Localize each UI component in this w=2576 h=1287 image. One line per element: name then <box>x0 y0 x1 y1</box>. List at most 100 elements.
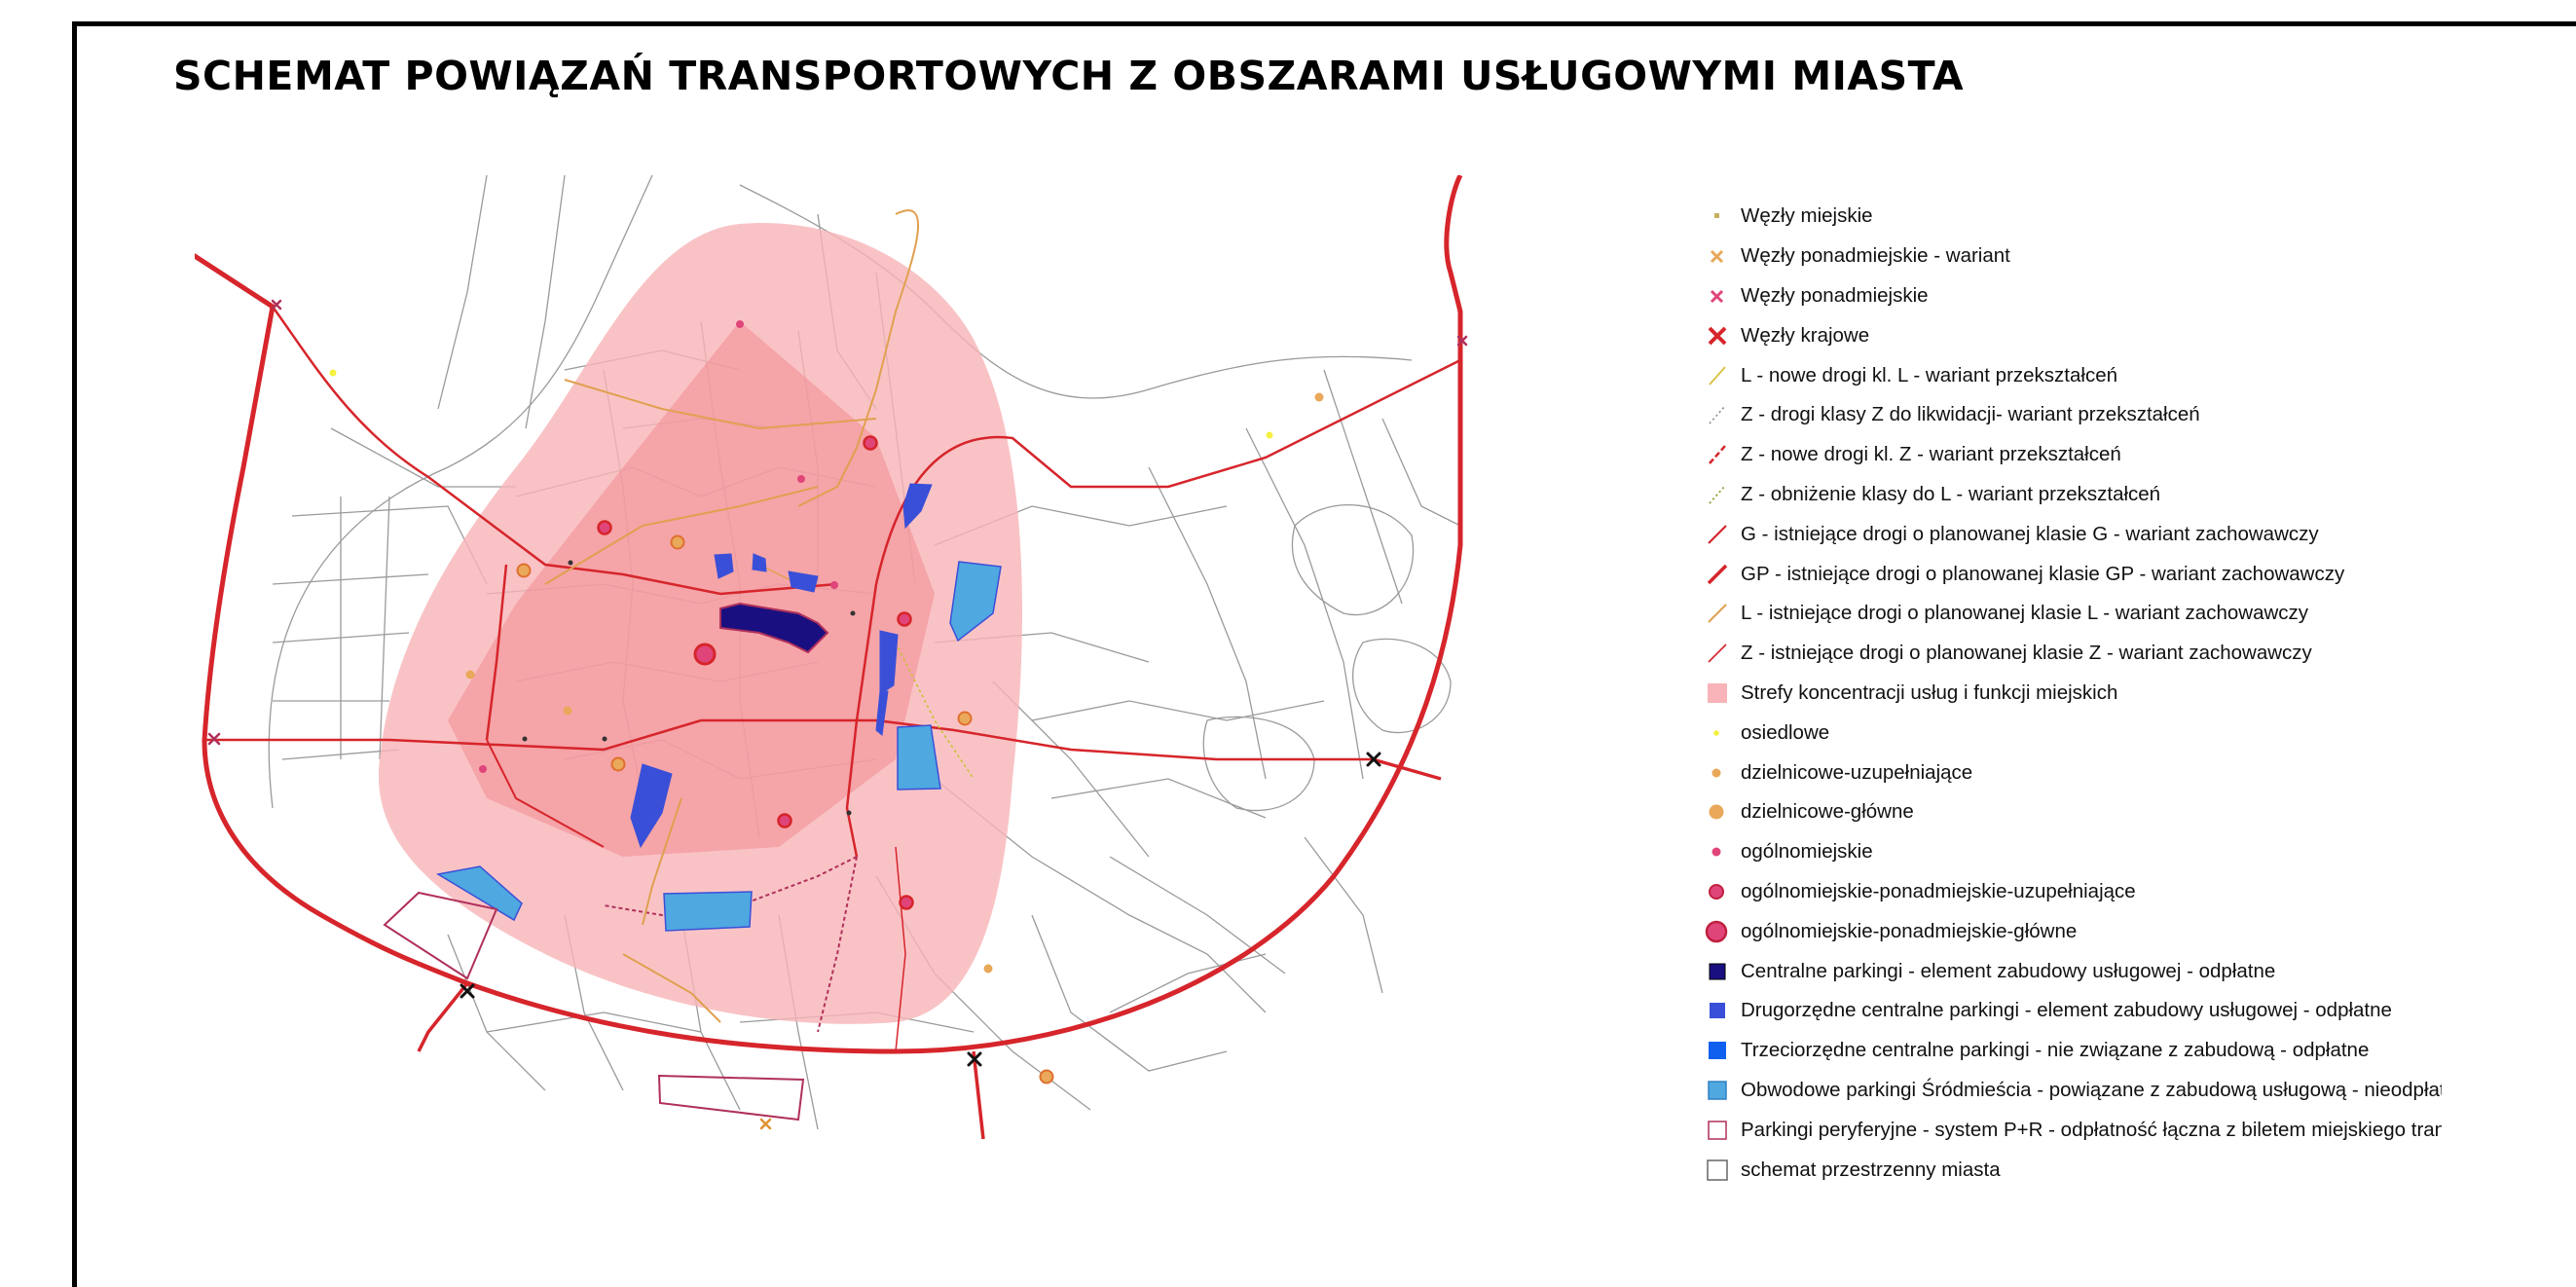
district-main-point[interactable] <box>670 534 685 550</box>
secondary-parking[interactable] <box>752 553 767 572</box>
sq-blue-icon <box>1710 1003 1725 1019</box>
district-point[interactable] <box>563 706 572 716</box>
local-point[interactable] <box>329 369 337 377</box>
secondary-parking[interactable] <box>875 690 889 736</box>
park-and-ride[interactable] <box>657 1074 805 1122</box>
legend-item: Centralne parkingi - element zabudowy us… <box>1702 951 2442 991</box>
legend-label: osiedlowe <box>1741 720 1830 744</box>
legend-item: Obwodowe parkingi Śródmieścia - powiązan… <box>1702 1071 2442 1111</box>
supra-city-node-icon[interactable] <box>207 299 1468 746</box>
legend-label: ogólnomiejskie-ponadmiejskie-główne <box>1741 919 2078 942</box>
legend-label: Węzły krajowe <box>1741 323 1870 347</box>
dot-yellow-icon <box>1713 729 1719 736</box>
perimeter-parking[interactable] <box>949 561 1002 643</box>
legend-label: Z - istniejące drogi o planowanej klasie… <box>1741 642 2312 665</box>
legend-item: Z - istniejące drogi o planowanej klasie… <box>1702 634 2442 674</box>
legend-item: ogólnomiejskie-ponadmiejskie-główne <box>1702 911 2442 951</box>
local-point[interactable] <box>1266 431 1273 439</box>
road-network <box>195 175 1463 1140</box>
city-point[interactable] <box>899 895 914 910</box>
city-point[interactable] <box>597 520 612 535</box>
district-point[interactable] <box>983 964 993 974</box>
main-city-point[interactable] <box>693 643 717 666</box>
legend-label: Z - obniżenie klasy do L - wariant przek… <box>1741 482 2161 505</box>
legend-label: Węzły miejskie <box>1741 204 1873 228</box>
legend-label: Węzły ponadmiejskie <box>1741 283 1929 307</box>
city-point-small[interactable] <box>830 581 838 589</box>
legend-label: Drugorzędne centralne parkingi - element… <box>1741 999 2392 1022</box>
legend-item: G - istniejące drogi o planowanej klasie… <box>1702 514 2442 554</box>
legend-item: ogólnomiejskie <box>1702 832 2442 872</box>
secondary-parking[interactable] <box>902 483 933 530</box>
national-node-icon[interactable] <box>460 752 1381 1067</box>
secondary-parking[interactable] <box>714 553 734 579</box>
district-main-point[interactable] <box>610 756 626 772</box>
city-point[interactable] <box>777 813 792 828</box>
legend-label: ogólnomiejskie <box>1741 840 1873 864</box>
legend-item: L - istniejące drogi o planowanej klasie… <box>1702 594 2442 634</box>
legend-label: schemat przestrzenny miasta <box>1741 1158 2001 1181</box>
legend-item: Węzły ponadmiejskie <box>1702 276 2442 316</box>
park-and-ride[interactable] <box>383 891 498 980</box>
legend-label: L - istniejące drogi o planowanej klasie… <box>1741 602 2309 625</box>
legend-item: Parkingi peryferyjne - system P+R - odpł… <box>1702 1110 2442 1150</box>
district-point[interactable] <box>1314 392 1324 402</box>
legend-item: osiedlowe <box>1702 713 2442 753</box>
legend-label: Z - nowe drogi kl. Z - wariant przekszta… <box>1741 443 2121 466</box>
sq-dark-icon <box>1709 963 1726 980</box>
city-point[interactable] <box>863 435 878 451</box>
legend-label: G - istniejące drogi o planowanej klasie… <box>1741 522 2319 545</box>
city-point-small[interactable] <box>736 320 744 328</box>
line-dashed-red-icon <box>1709 445 1726 465</box>
secondary-parking[interactable] <box>879 630 899 695</box>
secondary-parking[interactable] <box>630 763 673 849</box>
line-red-thick-icon <box>1707 564 1728 584</box>
central-parking[interactable] <box>719 602 829 654</box>
transport-nodes[interactable] <box>207 299 1468 1130</box>
line-red-thin-icon <box>1708 644 1727 663</box>
legend-label: Trzeciorzędne centralne parkingi - nie z… <box>1741 1039 2370 1062</box>
city-point-small[interactable] <box>797 475 805 483</box>
legend-label: ogólnomiejskie-ponadmiejskie-uzupełniają… <box>1741 879 2136 902</box>
district-main-point[interactable] <box>957 711 973 726</box>
legend-item: Węzły ponadmiejskie - wariant <box>1702 237 2442 276</box>
legend-item: Strefy koncentracji usług i funkcji miej… <box>1702 674 2442 714</box>
parking-areas[interactable] <box>383 483 1002 1122</box>
line-dotted-gray-icon <box>1709 405 1726 424</box>
legend-item: Węzły miejskie <box>1702 197 2442 237</box>
legend-label: Obwodowe parkingi Śródmieścia - powiązan… <box>1741 1078 2442 1101</box>
district-point[interactable] <box>465 670 475 680</box>
secondary-parking[interactable] <box>788 570 819 593</box>
legend-item: Z - obniżenie klasy do L - wariant przek… <box>1702 475 2442 515</box>
district-main-point[interactable] <box>1039 1069 1054 1085</box>
sq-cyan-icon <box>1708 1081 1727 1100</box>
service-points[interactable] <box>329 320 1324 1085</box>
perimeter-parking[interactable] <box>897 724 941 791</box>
legend-label: Węzły ponadmiejskie - wariant <box>1741 244 2010 268</box>
legend-item: dzielnicowe-uzupełniające <box>1702 753 2442 792</box>
city-point-small[interactable] <box>479 765 487 773</box>
cross-red-icon <box>1708 326 1727 346</box>
legend-label: Centralne parkingi - element zabudowy us… <box>1741 959 2276 982</box>
legend-item: schemat przestrzenny miasta <box>1702 1150 2442 1190</box>
dot-pink-icon <box>1709 883 1724 900</box>
perimeter-parking[interactable] <box>435 865 523 922</box>
dot-pink-small-icon <box>1711 847 1721 857</box>
district-main-point[interactable] <box>516 563 532 578</box>
sq-blue-bright-icon <box>1709 1042 1726 1060</box>
map-frame <box>72 21 2576 1287</box>
perimeter-parking[interactable] <box>663 891 753 932</box>
city-node-icon[interactable] <box>522 560 856 816</box>
city-map[interactable] <box>195 175 1538 1246</box>
line-yellow-icon <box>1709 365 1726 386</box>
zone-icon <box>1708 682 1727 703</box>
gp-ring-road <box>195 175 1463 1054</box>
supra-city-variant-node-icon[interactable] <box>759 1118 772 1130</box>
city-point[interactable] <box>897 611 912 627</box>
line-red-icon <box>1708 524 1727 544</box>
node-small-icon <box>1714 213 1719 219</box>
legend-label: dzielnicowe-główne <box>1741 800 1914 824</box>
sq-outline-gray-icon <box>1707 1158 1728 1181</box>
legend-label: Z - drogi klasy Z do likwidacji- wariant… <box>1741 403 2200 426</box>
